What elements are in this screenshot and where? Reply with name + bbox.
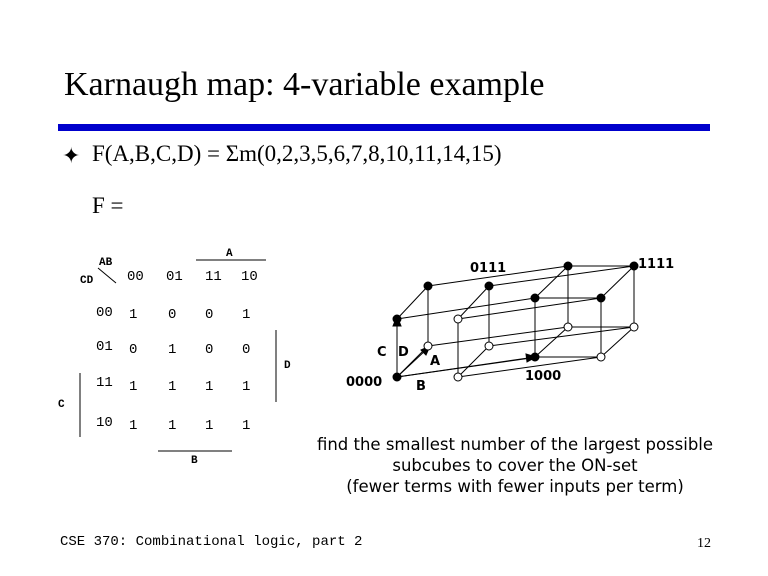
- kmap-cell: 1: [242, 307, 250, 323]
- cube-label-d: D: [398, 345, 409, 360]
- cube-label-1000: 1000: [525, 369, 561, 384]
- kmap-cell: 0: [168, 307, 176, 323]
- kmap-label-c: C: [58, 399, 65, 411]
- function-result-label: F =: [92, 193, 124, 218]
- kmap-cell: 1: [168, 379, 176, 395]
- vertex-on: [484, 281, 494, 291]
- kmap-row-var-label: AB: [99, 257, 113, 269]
- kmap-col-var-label: CD: [80, 275, 94, 287]
- kmap-cell: 1: [242, 379, 250, 395]
- caption-line: subcubes to cover the ON-set: [392, 456, 638, 475]
- kmap-col-header: 00: [127, 269, 144, 285]
- vertex-on: [596, 293, 606, 303]
- vertex-off: [453, 314, 463, 324]
- vertex-off: [596, 352, 606, 362]
- vertex-on: [423, 281, 433, 291]
- kmap-cell: 1: [242, 418, 250, 434]
- kmap-col-header: 10: [241, 269, 258, 285]
- kmap-label-a: A: [226, 248, 233, 260]
- cube-label-1111: 1111: [638, 257, 674, 272]
- cube-caption: find the smallest number of the largest …: [300, 434, 730, 497]
- cube-vertices: [392, 261, 639, 382]
- cube-label-b: B: [416, 379, 426, 394]
- vertex-off: [563, 322, 573, 332]
- kmap-cell: 1: [168, 418, 176, 434]
- kmap-col-header: 11: [205, 269, 222, 285]
- kmap-cell: 1: [168, 342, 176, 358]
- kmap-row-header: 00: [96, 305, 113, 321]
- footer-course: CSE 370: Combinational logic, part 2: [60, 534, 363, 550]
- kmap-cell: 1: [129, 418, 137, 434]
- kmap-cell: 1: [205, 379, 213, 395]
- caption-line: (fewer terms with fewer inputs per term): [346, 477, 684, 496]
- kmap-row-header: 01: [96, 339, 113, 355]
- slide-title: Karnaugh map: 4-variable example: [64, 66, 545, 103]
- kmap-cell: 1: [129, 307, 137, 323]
- kmap-label-b: B: [191, 455, 198, 467]
- kmap-cell: 1: [129, 379, 137, 395]
- vertex-on: [629, 261, 639, 271]
- cube-label-0111: 0111: [470, 261, 506, 276]
- vertex-off: [453, 372, 463, 382]
- vertex-off: [629, 322, 639, 332]
- caption-line: find the smallest number of the largest …: [316, 435, 714, 454]
- kmap-cell: 0: [129, 342, 137, 358]
- cube-label-0000: 0000: [346, 375, 382, 390]
- kmap-cell: 0: [205, 342, 213, 358]
- kmap-row-header: 10: [96, 415, 113, 431]
- page-number: 12: [697, 536, 711, 551]
- vertex-off: [484, 341, 494, 351]
- vertex-on: [392, 372, 402, 382]
- vertex-on: [563, 261, 573, 271]
- kmap-corner-diagonal: [97, 267, 117, 284]
- vertex-on: [530, 293, 540, 303]
- title-rule: [58, 124, 710, 131]
- kmap-row-header: 11: [96, 375, 113, 391]
- kmap-cell: 1: [205, 418, 213, 434]
- vertex-off: [423, 341, 433, 351]
- cube-axis-arrows: [392, 314, 538, 378]
- vertex-on: [392, 314, 402, 324]
- kmap-label-d: D: [284, 360, 291, 372]
- vertex-on: [530, 352, 540, 362]
- bullet-icon: ✦: [62, 143, 81, 168]
- cube-label-c: C: [377, 345, 387, 360]
- cube-label-a: A: [430, 354, 440, 369]
- kmap-cell: 0: [242, 342, 250, 358]
- kmap-cell: 0: [205, 307, 213, 323]
- function-definition: F(A,B,C,D) = Σm(0,2,3,5,6,7,8,10,11,14,1…: [92, 141, 502, 166]
- kmap-col-header: 01: [166, 269, 183, 285]
